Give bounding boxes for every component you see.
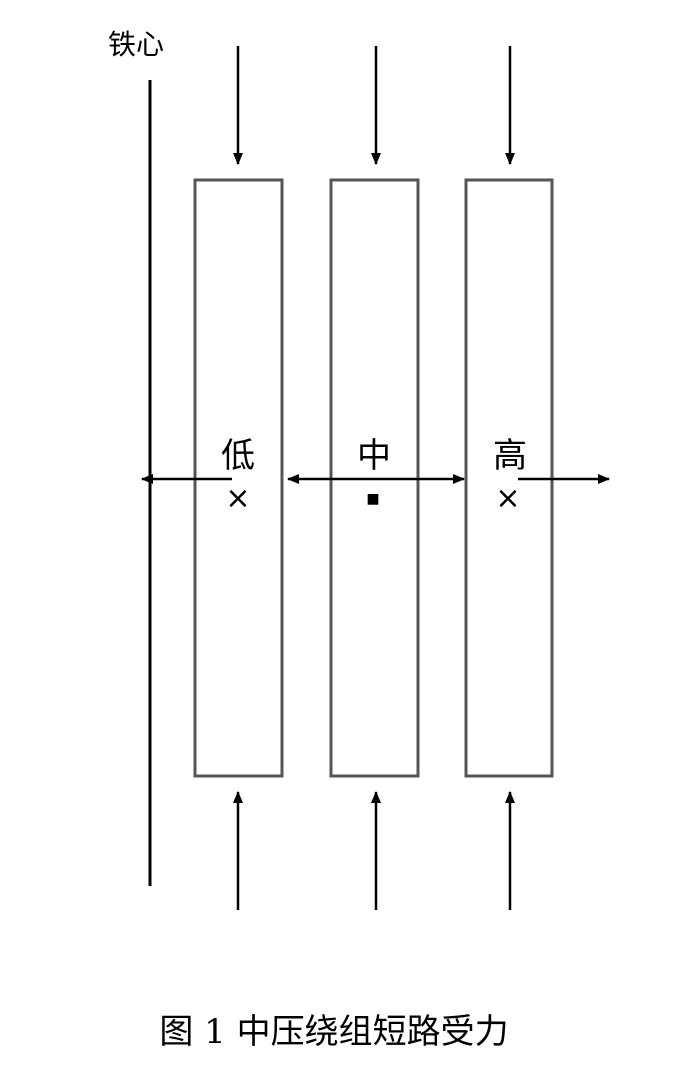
low-current-symbol: × <box>225 481 250 516</box>
high-current-symbol: × <box>495 481 520 516</box>
figure-caption: 图 1 中压绕组短路受力 <box>159 1012 508 1052</box>
medium-winding-label: 中 <box>357 436 391 476</box>
low-winding-label: 低 <box>221 436 255 476</box>
core-label: 铁心 <box>108 28 164 61</box>
medium-current-symbol: ■ <box>366 491 379 507</box>
high-winding-label: 高 <box>493 436 527 476</box>
